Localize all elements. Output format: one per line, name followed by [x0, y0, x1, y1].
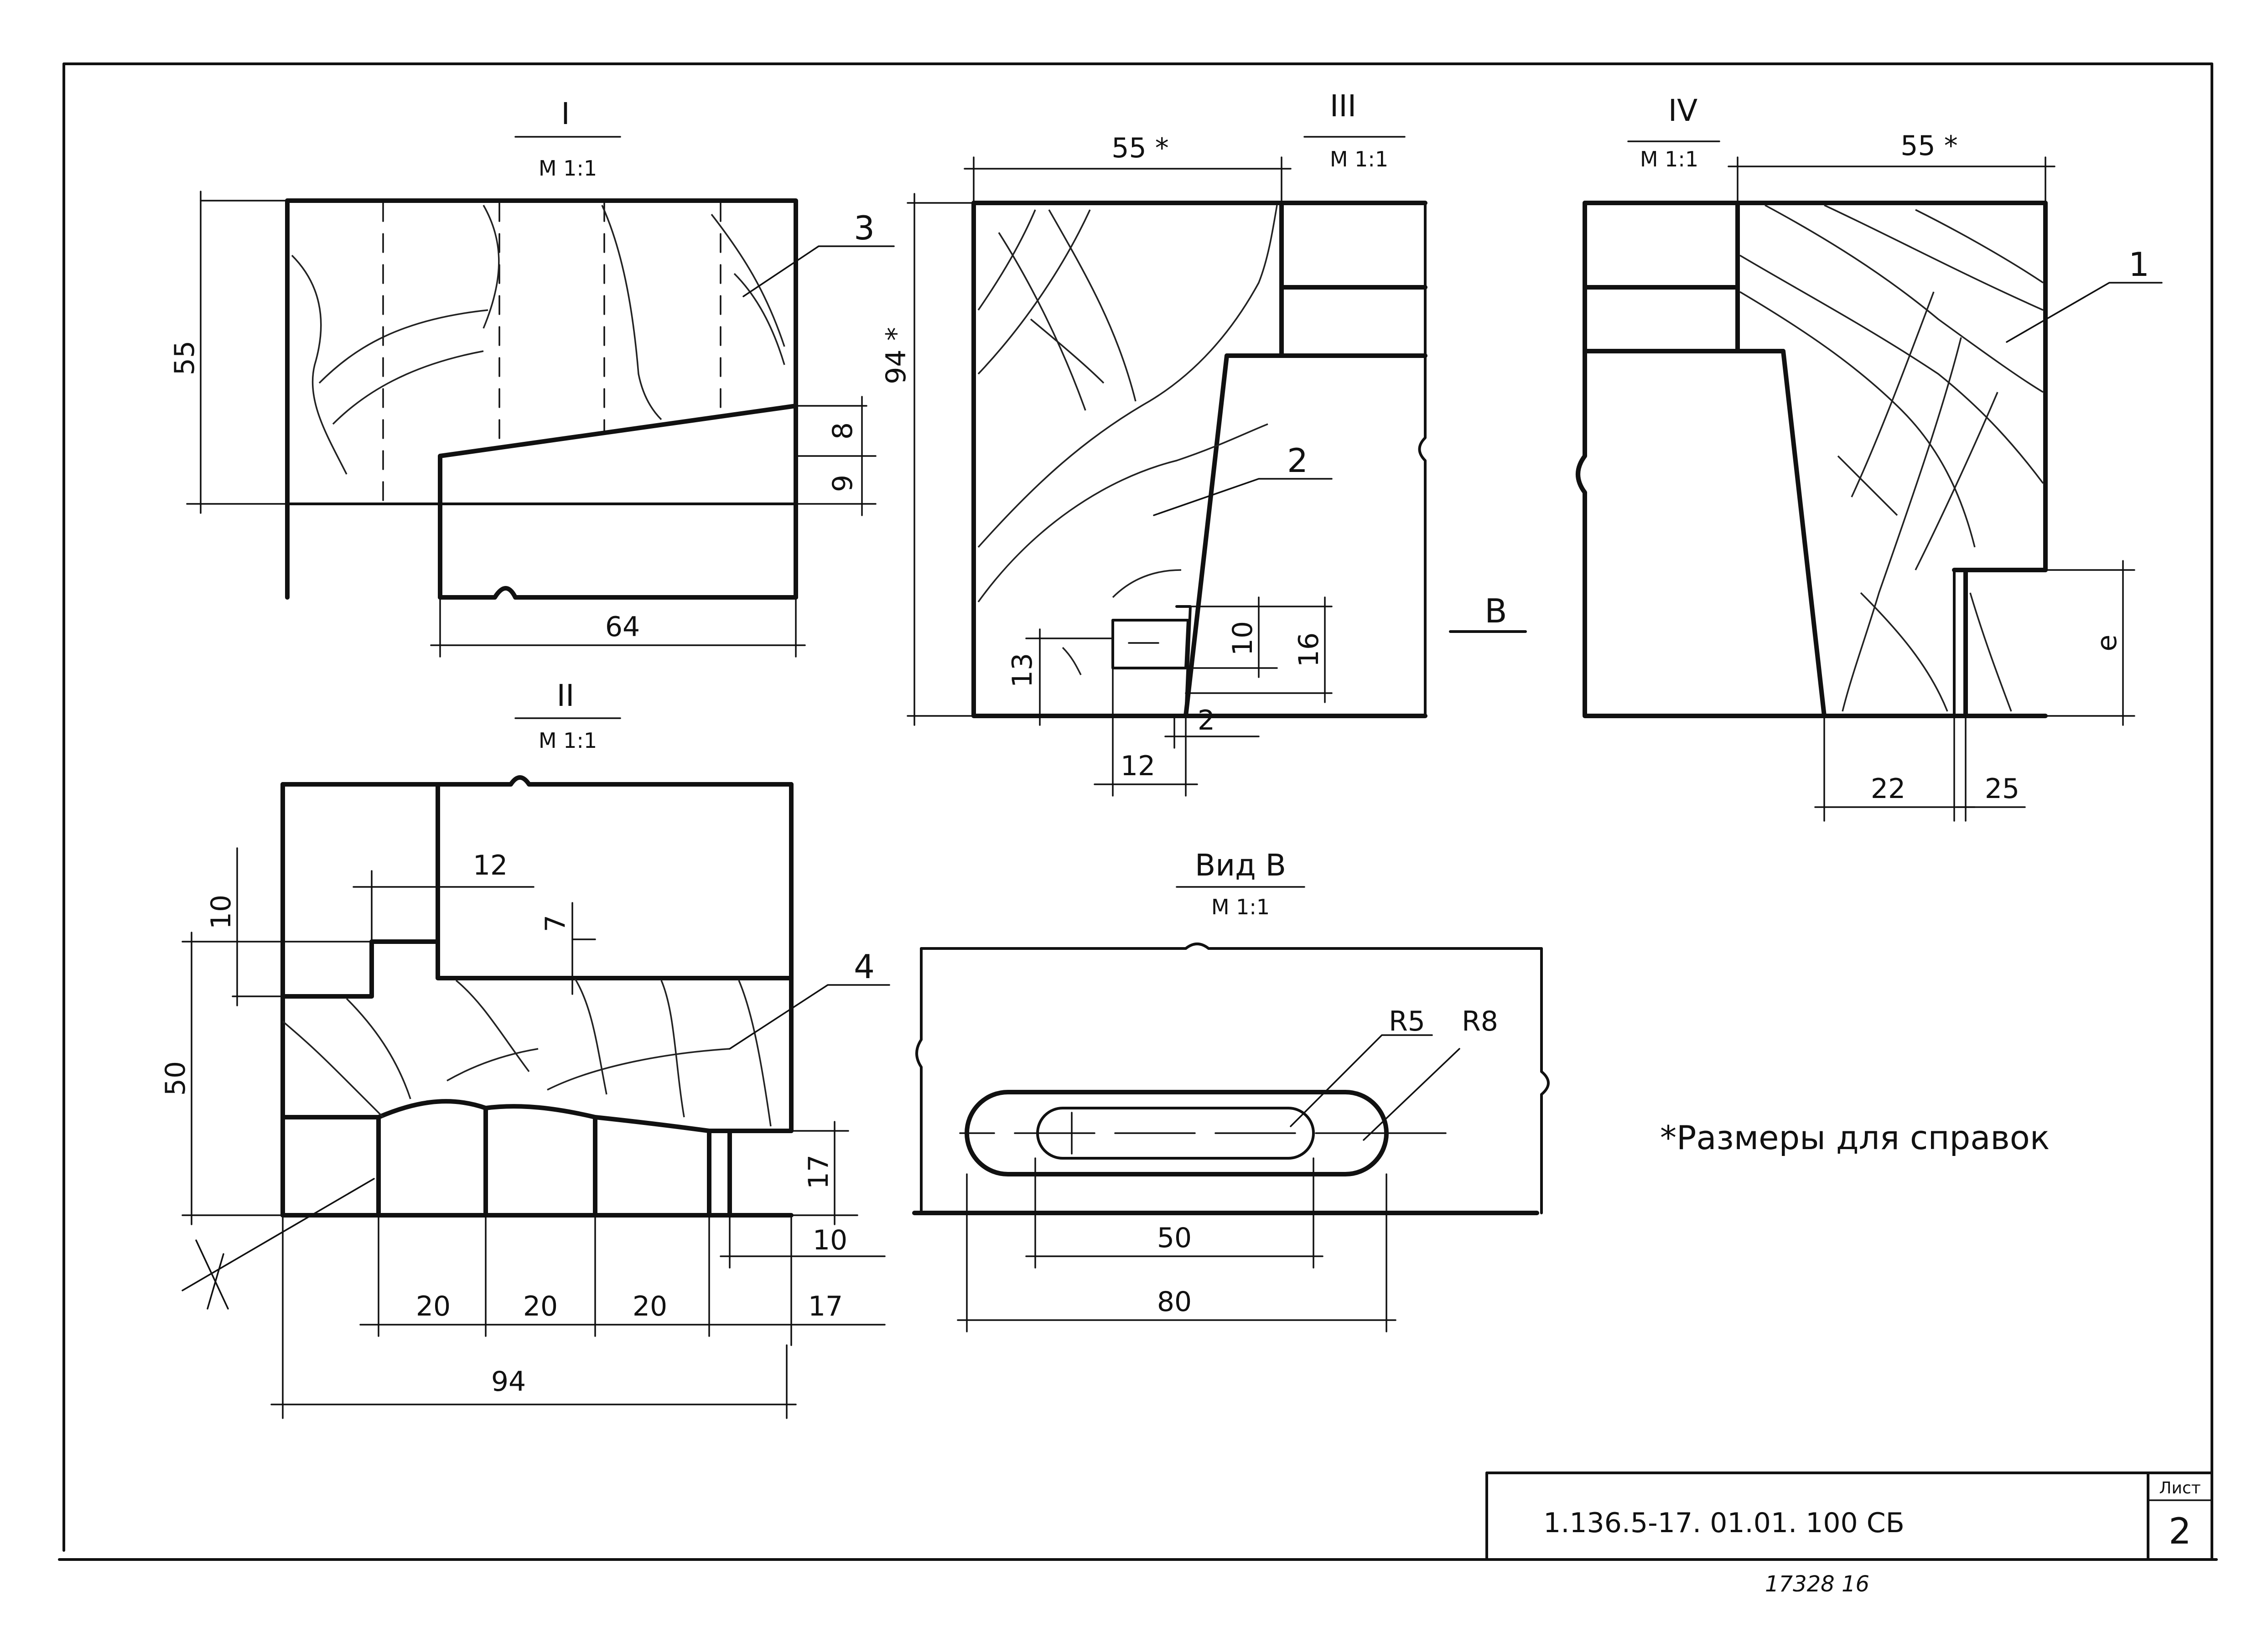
view-1-dimension-width: 64	[430, 596, 806, 658]
view-1-title: I	[561, 96, 570, 131]
view-2-wood-grain	[282, 978, 772, 1127]
dimension-12-iii: 12	[1121, 750, 1155, 782]
view-3-dimension-height: 94 *	[880, 193, 975, 726]
view-1: I М 1:1 55	[169, 96, 895, 658]
view-4-dimension-e: e	[2045, 560, 2135, 726]
view-2: II М 1:1 12	[160, 678, 890, 1419]
dimension-7: 7	[540, 915, 571, 932]
archive-number: 17328 16	[1765, 1571, 1869, 1597]
view-4-dimension-bottom: 22 25	[1814, 715, 2026, 822]
dimension-10-left: 10	[205, 895, 237, 929]
dimension-8: 8	[827, 422, 859, 440]
view-3-scale: М 1:1	[1330, 147, 1388, 171]
section-letter: В	[1484, 592, 1507, 630]
view-2-dimension-right: 17 10	[720, 1121, 886, 1346]
dimension-10-iii: 10	[1227, 621, 1259, 656]
view-4-title: IV	[1668, 93, 1698, 128]
view-4-wood-grain	[1739, 204, 2044, 712]
view-4-scale: М 1:1	[1640, 147, 1698, 171]
document-number: 1.136.5-17. 01.01. 100 СБ	[1543, 1507, 1905, 1539]
leader-2: 2	[1153, 441, 1333, 516]
sheet-number: 2	[2169, 1511, 2191, 1552]
view-1-dimension-height: 55	[169, 191, 293, 514]
view-3-dimension-13: 13	[1007, 628, 1114, 726]
view-2-dimension-12: 12	[353, 850, 535, 943]
view-2-dimension-7: 7	[540, 902, 598, 995]
dimension-55-star-iv: 55 *	[1900, 130, 1957, 162]
view-3-dimension-10-16: 10 16	[1185, 596, 1333, 703]
part-number-3: 3	[854, 209, 875, 247]
dimension-64: 64	[605, 611, 640, 643]
title-block: 1.136.5-17. 01.01. 100 СБ Лист 2	[1485, 1472, 2213, 1561]
view-b-radius-labels: R5 R8	[1290, 1005, 1498, 1141]
dimension-e: e	[2091, 635, 2123, 652]
dimension-25: 25	[1985, 773, 2019, 805]
view-b-dimension-80: 80	[957, 1173, 1396, 1332]
dimension-94: 94	[491, 1366, 526, 1398]
dimension-20-c: 20	[633, 1290, 667, 1322]
part-number-2: 2	[1287, 441, 1308, 480]
leader-4: 4	[729, 948, 890, 1050]
view-3-dimension-width: 55 *	[964, 132, 1292, 204]
view-2-scale: М 1:1	[539, 728, 597, 753]
view-4-dimension-width: 55 *	[1728, 130, 2055, 204]
dimension-22: 22	[1871, 773, 1905, 805]
dimension-20-a: 20	[416, 1290, 451, 1322]
dimension-50-b: 50	[1157, 1222, 1192, 1254]
radius-r5: R5	[1389, 1005, 1425, 1037]
view-1-wood-grain	[291, 205, 785, 475]
dimension-17-horizontal: 17	[808, 1290, 843, 1322]
sheet-frame	[58, 62, 2218, 1561]
part-number-1: 1	[2128, 245, 2149, 284]
view-1-dimension-steps: 8 9	[795, 396, 877, 516]
view-2-angle-mark	[182, 1178, 375, 1310]
dimension-20-b: 20	[523, 1290, 558, 1322]
dimension-17-vertical: 17	[803, 1155, 835, 1189]
leader-3: 3	[742, 209, 895, 297]
radius-r8: R8	[1462, 1005, 1498, 1037]
view-b-scale: М 1:1	[1211, 895, 1270, 919]
view-3-dimension-12-2: 12 2	[1094, 667, 1260, 797]
view-b-dimension-50: 50	[1025, 1157, 1323, 1269]
section-marker-b: В	[1449, 592, 1527, 633]
view-b-title: Вид В	[1195, 848, 1286, 883]
view-1-scale: М 1:1	[539, 156, 597, 181]
dimension-10-right: 10	[813, 1224, 847, 1256]
view-3-title: III	[1330, 88, 1356, 124]
view-2-title: II	[557, 678, 575, 713]
dimension-55: 55	[169, 341, 201, 375]
view-1-hidden-lines	[382, 202, 721, 505]
view-4: IV М 1:1 55 *	[1576, 93, 2163, 822]
view-b: Вид В М 1:1 R5 R8 50 80	[912, 848, 1550, 1332]
dimension-55-star-iii: 55 *	[1111, 132, 1168, 164]
dimension-2: 2	[1198, 705, 1215, 736]
part-number-4: 4	[854, 948, 875, 986]
dimension-13: 13	[1007, 653, 1038, 688]
dimension-9: 9	[827, 475, 859, 492]
dimension-80: 80	[1157, 1286, 1192, 1318]
view-2-dimension-left: 10 50	[160, 847, 373, 1225]
dimension-94-star: 94 *	[880, 327, 912, 384]
view-3-wood-grain	[977, 205, 1278, 675]
dimension-16: 16	[1293, 632, 1325, 667]
view-3: III М 1:1 55 *	[880, 88, 1427, 797]
sheet-label: Лист	[2159, 1479, 2201, 1497]
dimension-50: 50	[160, 1061, 192, 1096]
leader-1: 1	[2006, 245, 2163, 343]
view-2-dimension-chain: 20 20 20 17 94	[270, 1214, 886, 1419]
dimension-12: 12	[473, 850, 508, 881]
reference-note: *Размеры для справок	[1660, 1119, 2050, 1157]
